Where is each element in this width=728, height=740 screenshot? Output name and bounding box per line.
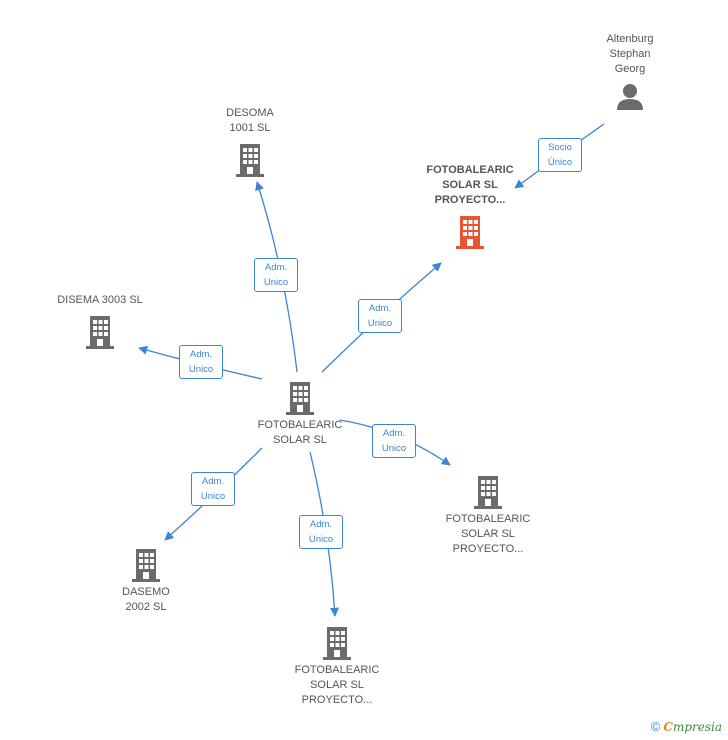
relation-label-adm-desoma[interactable]: Adm. Unico — [254, 258, 298, 292]
building-icon — [132, 549, 160, 582]
node-desoma[interactable]: DESOMA 1001 SL — [210, 106, 290, 178]
dasemo-name: DASEMO 2002 SL — [122, 586, 170, 613]
proyecto-right-name: FOTOBALEARIC SOLAR SL PROYECTO... — [445, 513, 531, 555]
relation-label-adm-dasemo[interactable]: Adm. Unico — [191, 472, 235, 506]
target-company-name: FOTOBALEARIC SOLAR SL PROYECTO... — [426, 164, 514, 206]
brand-logo-text: mpresia — [672, 720, 722, 734]
brand-footer: ©Cmpresia — [651, 719, 722, 734]
building-icon — [456, 216, 484, 249]
person-name: Altenburg Stephan Georg — [606, 33, 654, 75]
node-proyecto-bottom[interactable]: FOTOBALEARIC SOLAR SL PROYECTO... — [287, 625, 387, 708]
node-target-company[interactable]: FOTOBALEARIC SOLAR SL PROYECTO... — [420, 163, 520, 250]
relation-label-adm-bottom[interactable]: Adm. Unico — [299, 515, 343, 549]
desoma-name: DESOMA 1001 SL — [226, 107, 274, 134]
node-disema[interactable]: DISEMA 3003 SL — [50, 293, 150, 350]
relation-label-adm-disema[interactable]: Adm. Unico — [179, 345, 223, 379]
building-icon — [236, 144, 264, 177]
node-person[interactable]: Altenburg Stephan Georg — [590, 32, 670, 111]
building-icon — [86, 316, 114, 349]
brand-logo-letter: C — [663, 720, 673, 734]
disema-name: DISEMA 3003 SL — [57, 294, 143, 306]
node-center-company[interactable]: FOTOBALEARIC SOLAR SL — [250, 380, 350, 448]
building-icon — [474, 476, 502, 509]
copyright-symbol: © — [650, 719, 661, 734]
node-dasemo[interactable]: DASEMO 2002 SL — [106, 547, 186, 615]
center-company-name: FOTOBALEARIC SOLAR SL — [257, 419, 343, 446]
building-icon — [286, 382, 314, 415]
node-proyecto-right[interactable]: FOTOBALEARIC SOLAR SL PROYECTO... — [438, 474, 538, 557]
person-icon — [617, 84, 643, 110]
building-icon — [323, 627, 351, 660]
proyecto-bottom-name: FOTOBALEARIC SOLAR SL PROYECTO... — [294, 664, 380, 706]
relation-label-socio-unico[interactable]: Socio Único — [538, 138, 582, 172]
relation-label-adm-target[interactable]: Adm. Unico — [358, 299, 402, 333]
relation-label-adm-right[interactable]: Adm. Unico — [372, 424, 416, 458]
